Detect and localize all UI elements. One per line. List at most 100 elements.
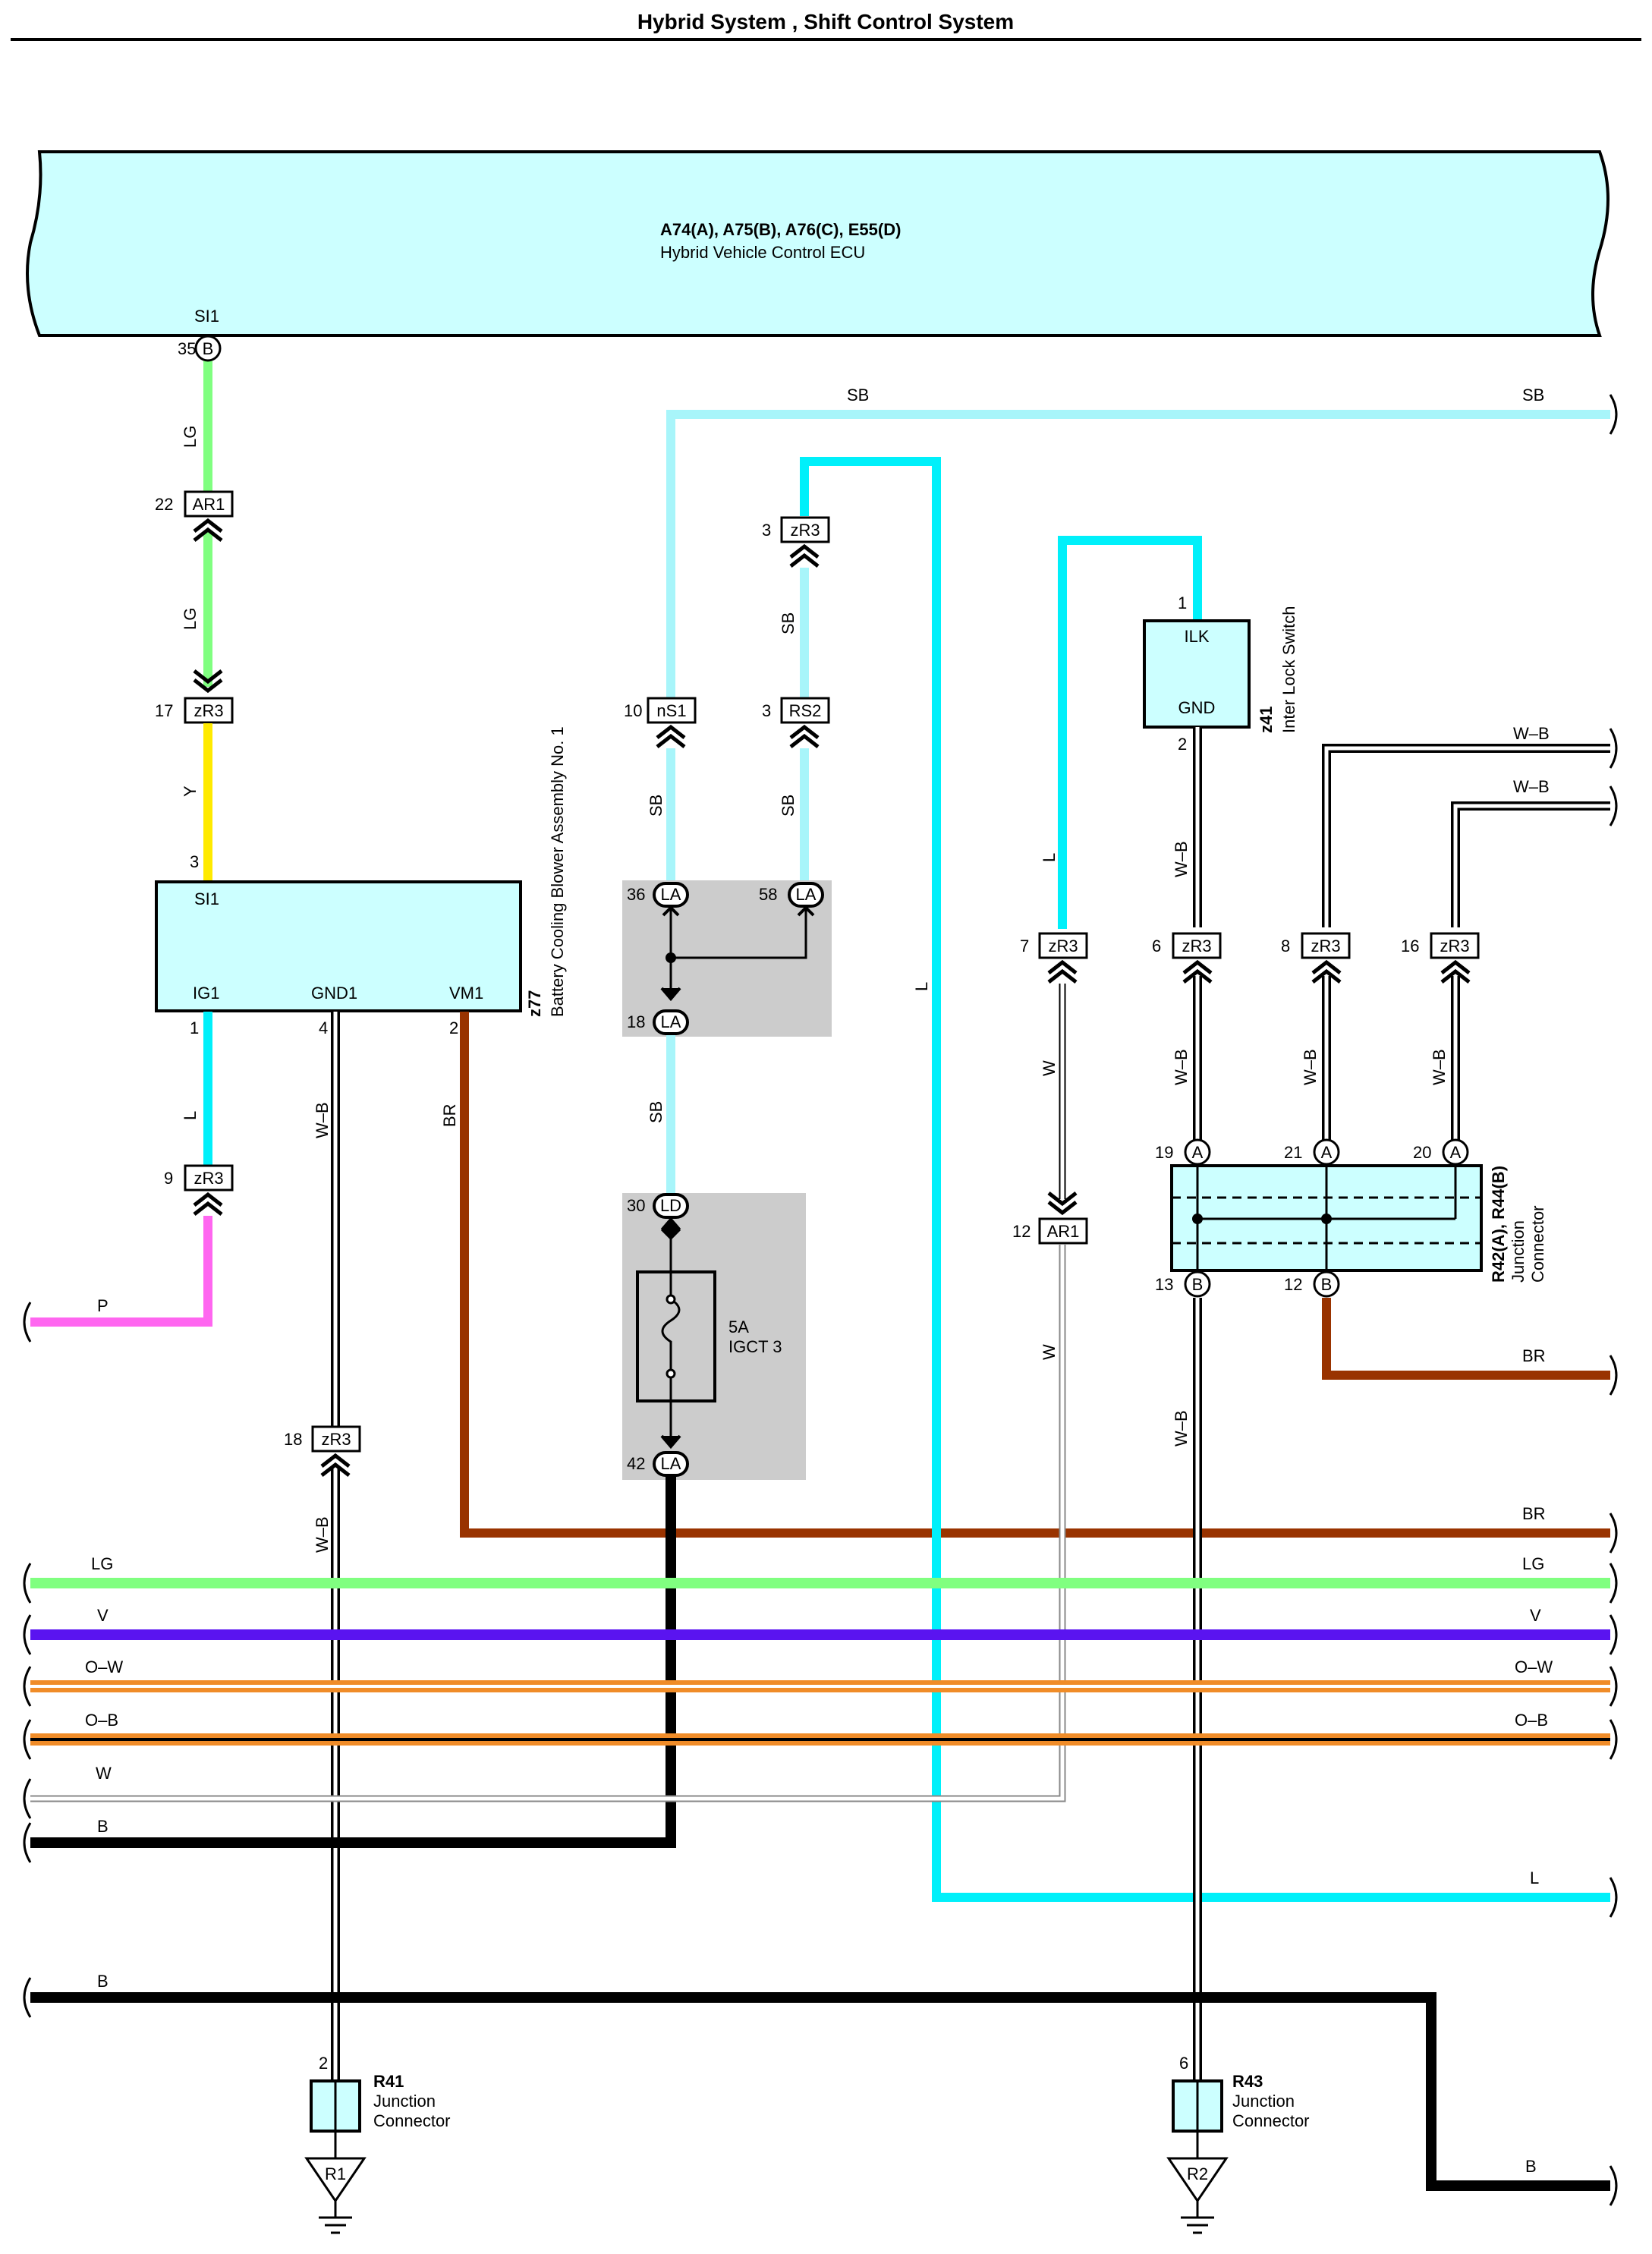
wire-label-l-center: L bbox=[912, 982, 931, 991]
svg-text:12: 12 bbox=[1284, 1275, 1302, 1294]
junction-rb-line1: Junction bbox=[1509, 1220, 1528, 1283]
svg-text:zR3: zR3 bbox=[1182, 937, 1211, 955]
svg-text:17: 17 bbox=[155, 701, 173, 720]
svg-text:19: 19 bbox=[1155, 1143, 1173, 1162]
svg-text:Junction: Junction bbox=[373, 2092, 436, 2111]
svg-text:GND1: GND1 bbox=[311, 984, 357, 1003]
svg-text:Connector: Connector bbox=[373, 2111, 451, 2130]
wire-sb-top bbox=[666, 410, 1610, 698]
ecu-connectors: A74(A), A75(B), A76(C), E55(D) bbox=[660, 220, 901, 239]
switch-code: z41 bbox=[1257, 707, 1276, 733]
bus-label-l-right: L bbox=[1530, 1868, 1539, 1887]
relay-block-fuse: LD 30 5A IGCT 3 LA 42 bbox=[622, 1193, 806, 1480]
bus-label-lg-right: LG bbox=[1522, 1554, 1544, 1573]
wire-break-p bbox=[23, 1302, 32, 1343]
svg-text:2: 2 bbox=[449, 1018, 458, 1037]
wire-br-junction bbox=[1322, 1298, 1610, 1380]
svg-text:A: A bbox=[1321, 1143, 1333, 1162]
battery-cooling-blower: 3 SI1 IG1 GND1 VM1 1 4 2 z77 Battery Coo… bbox=[155, 726, 567, 1037]
svg-text:zR3: zR3 bbox=[790, 521, 820, 540]
svg-text:6: 6 bbox=[1179, 2054, 1188, 2073]
wire-label-sb-top-right: SB bbox=[1522, 386, 1544, 405]
svg-text:zR3: zR3 bbox=[321, 1430, 351, 1449]
svg-text:B: B bbox=[203, 339, 214, 358]
wire-label-sb-mid: SB bbox=[647, 1101, 666, 1123]
svg-text:42: 42 bbox=[627, 1454, 645, 1473]
svg-text:GND: GND bbox=[1178, 698, 1216, 717]
svg-text:A: A bbox=[1450, 1143, 1462, 1162]
connector-zr3-8: zR3 8 bbox=[1281, 932, 1351, 984]
svg-text:B: B bbox=[1321, 1275, 1333, 1294]
wire-label-br-vm1: BR bbox=[440, 1103, 459, 1127]
wire-label-sb-ns1: SB bbox=[647, 795, 666, 817]
ground-r1: R1 bbox=[304, 2131, 367, 2234]
svg-text:36: 36 bbox=[627, 885, 645, 904]
wire-b-fuse bbox=[30, 1477, 676, 1848]
svg-text:4: 4 bbox=[319, 1018, 328, 1037]
svg-text:2: 2 bbox=[1178, 735, 1187, 754]
connector-ar1-22: AR1 22 bbox=[155, 490, 234, 542]
svg-text:30: 30 bbox=[627, 1196, 645, 1215]
junction-connector-r41: 2 R41 Junction Connector bbox=[310, 2054, 451, 2133]
wire-label-lg-top: LG bbox=[181, 426, 200, 448]
svg-text:A: A bbox=[1192, 1143, 1204, 1162]
junction-rb-code: R42(A), R44(B) bbox=[1489, 1166, 1508, 1283]
svg-text:RS2: RS2 bbox=[789, 701, 822, 720]
svg-text:18: 18 bbox=[284, 1430, 302, 1449]
wire-wb-20 bbox=[1451, 801, 1610, 1141]
wire-label-w-upper: W bbox=[1040, 1060, 1059, 1076]
svg-text:VM1: VM1 bbox=[449, 984, 483, 1003]
svg-text:18: 18 bbox=[627, 1012, 645, 1031]
bus-label-b-bottom-right: B bbox=[1525, 2157, 1537, 2176]
svg-text:12: 12 bbox=[1012, 1222, 1031, 1241]
wire-w-center bbox=[30, 984, 1066, 1802]
svg-text:R2: R2 bbox=[1187, 2164, 1208, 2183]
svg-text:35: 35 bbox=[178, 339, 196, 358]
ecu-name: Hybrid Vehicle Control ECU bbox=[660, 243, 865, 262]
wire-label-wb-21: W–B bbox=[1301, 1049, 1320, 1085]
bus-label-v-right: V bbox=[1530, 1606, 1541, 1625]
ground-r2: R2 bbox=[1166, 2131, 1229, 2234]
bus-label-ob-right: O–B bbox=[1515, 1711, 1548, 1730]
wire-label-sb-top-left: SB bbox=[847, 386, 869, 405]
svg-text:3: 3 bbox=[762, 701, 771, 720]
svg-text:LA: LA bbox=[661, 1012, 681, 1031]
wire-label-wb-gnd1-low: W–B bbox=[313, 1516, 332, 1553]
relay-block-upper: LA 36 LA 58 LA 18 bbox=[622, 880, 832, 1037]
bus-label-br-right: BR bbox=[1522, 1504, 1546, 1523]
svg-text:3: 3 bbox=[190, 852, 199, 871]
connector-zr3-7: zR3 7 bbox=[1020, 932, 1088, 984]
svg-text:1: 1 bbox=[190, 1018, 199, 1037]
inter-lock-switch: ILK GND 1 2 z41 Inter Lock Switch bbox=[1143, 593, 1298, 754]
svg-text:LA: LA bbox=[661, 885, 681, 904]
svg-text:B: B bbox=[1192, 1275, 1204, 1294]
svg-text:R43: R43 bbox=[1232, 2072, 1263, 2091]
bus-label-b-left: B bbox=[97, 1817, 109, 1836]
svg-text:ILK: ILK bbox=[1184, 627, 1209, 646]
wire-wb-21 bbox=[1322, 744, 1610, 1141]
ecu-pin-35: B 35 bbox=[178, 335, 222, 362]
svg-text:R41: R41 bbox=[373, 2072, 404, 2091]
bus-label-ow-left: O–W bbox=[85, 1657, 123, 1676]
wire-label-wb-lower: W–B bbox=[1172, 1410, 1191, 1447]
svg-text:AR1: AR1 bbox=[193, 495, 225, 514]
wire-label-w-lower: W bbox=[1040, 1344, 1059, 1360]
wire-label-l-blower: L bbox=[181, 1111, 200, 1120]
connector-zr3-6: zR3 6 bbox=[1152, 932, 1222, 984]
wire-label-wb-20: W–B bbox=[1430, 1049, 1449, 1085]
wire-label-l-switch: L bbox=[1040, 853, 1059, 862]
svg-text:R1: R1 bbox=[325, 2164, 346, 2183]
svg-text:zR3: zR3 bbox=[194, 701, 223, 720]
connector-zr3-17: zR3 17 bbox=[155, 669, 234, 724]
wire-breaks bbox=[23, 394, 1618, 2206]
svg-text:13: 13 bbox=[1155, 1275, 1173, 1294]
svg-text:2: 2 bbox=[319, 2054, 328, 2073]
bus-b-bottom bbox=[30, 1992, 1610, 2191]
junction-connector-r42-r44: A 19 A 21 A 20 B 13 B 12 R42(A), R44(B) … bbox=[1155, 1138, 1547, 1298]
wire-label-wb-right-1: W–B bbox=[1513, 724, 1550, 743]
svg-text:16: 16 bbox=[1401, 937, 1419, 955]
wire-label-y: Y bbox=[181, 785, 200, 797]
svg-text:7: 7 bbox=[1020, 937, 1029, 955]
svg-text:20: 20 bbox=[1413, 1143, 1431, 1162]
